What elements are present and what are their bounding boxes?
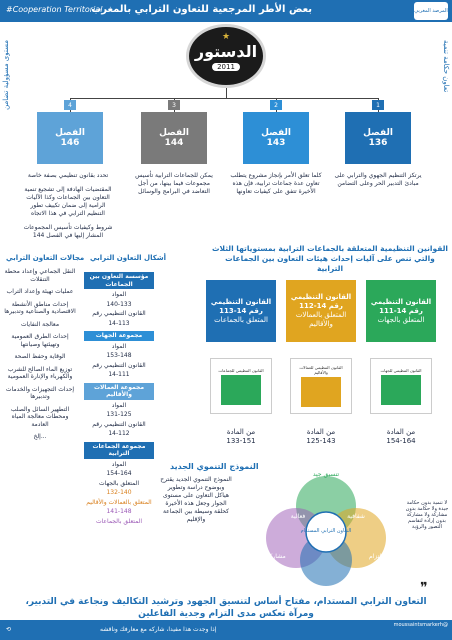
law-book-prefectures: القانون التنظيمي للعمالات والأقاليم <box>290 358 352 414</box>
venn-diagram: تنسيق جيد التعاون الترابي المستدام فعالي… <box>266 471 386 586</box>
fields-column: النقل الجماعي وإعداد محطة التنقلات عمليا… <box>4 268 76 446</box>
contact-text: @moussaintsmarkerh <box>393 622 448 628</box>
chapter-label: الفصل <box>55 128 85 138</box>
field-item: التطهير السائل والصلب ومحطات معالجة المي… <box>10 405 70 428</box>
model-description: النموذج التنموي الجديد يقترح وبوضوح دراس… <box>160 476 232 523</box>
chapter-number: 1 <box>372 100 384 110</box>
chapter-value: 144 <box>164 138 184 148</box>
svg-text:فعالية: فعالية <box>291 513 306 520</box>
venn-top-label: تنسيق جيد <box>313 471 340 478</box>
quote-mark-icon: ❞ <box>420 580 428 596</box>
venn-side-quote: لا تنمية بدون حكامة جيدة ولا حكامة بدون … <box>405 500 449 530</box>
book-cover-image <box>301 377 341 407</box>
form-box: مجموعة الجهات <box>84 331 154 341</box>
star-icon: ★ <box>221 32 231 42</box>
constitution-title: الدستور <box>194 41 258 61</box>
chapter-description-3: يمكن للجماعات الترابية تأسيس مجموعات فيم… <box>135 172 213 195</box>
constitution-year: 2011 <box>212 62 240 71</box>
law-card-communes: القانون التنظيمي رقم 14-113 المتعلق بالج… <box>206 280 276 342</box>
logo-text: المرصد المغربي <box>414 8 448 14</box>
chapter-card-2: 2 الفصل 143 <box>243 100 309 164</box>
field-item: ...إلخ <box>33 433 47 440</box>
chapter-number: 4 <box>64 100 76 110</box>
book-cover-image <box>221 374 261 405</box>
constitution-badge: ★ الدستور 2011 <box>186 24 266 88</box>
laws-heading: القوانين التنظيمية المتعلقة بالجماعات ال… <box>211 244 448 273</box>
chapter-number: 3 <box>168 100 180 110</box>
chapter-value: 136 <box>368 138 388 148</box>
field-item: عمليات تهيئة وإعداد التراب <box>6 288 74 295</box>
chapter-description-4: تحدد بقانون تنظيمي بصفة خاصة المقتضيات ا… <box>23 172 113 239</box>
model-heading: النموذج التنموي الجديد <box>170 462 259 471</box>
venn-center <box>305 511 347 553</box>
chapter-label: الفصل <box>261 128 291 138</box>
footer-bar: ⟲ إذا وجدت هذا مفيدا، شاركه مع معارفك ون… <box>0 620 452 640</box>
logo: المرصد المغربي <box>414 2 448 20</box>
fields-heading: مجالات التعاون الترابي <box>6 254 85 262</box>
field-item: إحداث التجهيزات والخدمات وتدبيرها <box>5 385 75 401</box>
connector-line <box>70 98 378 99</box>
field-item: معالجة النفايات <box>20 320 60 328</box>
chapter-number: 2 <box>270 100 282 110</box>
form-box: مجموعة الجماعات الترابية <box>84 441 154 459</box>
svg-text:شفافية: شفافية <box>347 513 365 520</box>
left-vertical-label: مستوى مسؤولية تضامن <box>2 40 10 110</box>
form-box: مؤسسة التعاون بين الجماعات <box>84 272 154 289</box>
hashtag-label: #Cooperation Territorial <box>6 5 103 14</box>
chapter-card-3: 3 الفصل 144 <box>141 100 207 164</box>
chapter-value: 146 <box>60 138 80 148</box>
forms-column: مؤسسة التعاون بين الجماعات المواد 140-13… <box>84 268 154 525</box>
footer-headline: التعاون الترابي المستدام، مفتاح أساس لتن… <box>25 597 427 619</box>
chapter-description-2: كلما تعلق الأمر بإنجاز مشروع يتطلب تعاون… <box>230 172 322 195</box>
connector-stem <box>226 88 227 98</box>
field-item: الوقاية وحفظ الصحة <box>14 353 66 360</box>
share-text: إذا وجدت هذا مفيدا، شاركه مع معارفك وناق… <box>100 626 217 633</box>
law-card-prefectures: القانون التنظيمي رقم 14-112 المتعلق بالع… <box>286 280 356 342</box>
form-box: مجموعة العمالات والأقاليم <box>84 382 154 400</box>
right-vertical-label: تعاون حكامة تنمية <box>442 40 450 93</box>
share-icon: ⟲ <box>6 626 12 633</box>
book-cover-image <box>381 374 421 405</box>
page-title: بعض الأطر المرجعية للتعاون الترابي بالمغ… <box>91 4 312 15</box>
svg-text:مشاركة: مشاركة <box>266 553 285 560</box>
venn-center-label: التعاون الترابي المستدام <box>301 528 352 534</box>
chapter-value: 143 <box>266 138 286 148</box>
chapter-label: الفصل <box>159 128 189 138</box>
chapter-card-1: 1 الفصل 136 <box>345 100 411 164</box>
header-bar: #Cooperation Territorial بعض الأطر المرج… <box>0 0 452 22</box>
field-item: إحداث الطرق العمومية وتهيئتها وصيانتها <box>11 333 69 348</box>
chapter-card-4: 4 الفصل 146 <box>37 100 103 164</box>
chapter-label: الفصل <box>363 128 393 138</box>
law-card-regions: القانون التنظيمي رقم 14-111 المتعلق بالج… <box>366 280 436 342</box>
svg-text:التزام: التزام <box>369 553 383 560</box>
field-item: توزيع الماء الصالح للشرب والكهرباء والإن… <box>7 365 73 381</box>
law-book-regions: القانون التنظيمي للجهات <box>370 358 432 414</box>
law-book-communes: القانون التنظيمي للجماعات <box>210 358 272 414</box>
forms-heading: أشكال التعاون الترابي <box>90 254 167 262</box>
field-item: إحداث مناطق الأنشطة الاقتصادية والصناعية… <box>4 300 76 316</box>
field-item: النقل الجماعي وإعداد محطة التنقلات <box>4 268 76 283</box>
chapter-description-1: يرتكز التنظيم الجهوي والترابي على مبادئ … <box>334 172 422 187</box>
